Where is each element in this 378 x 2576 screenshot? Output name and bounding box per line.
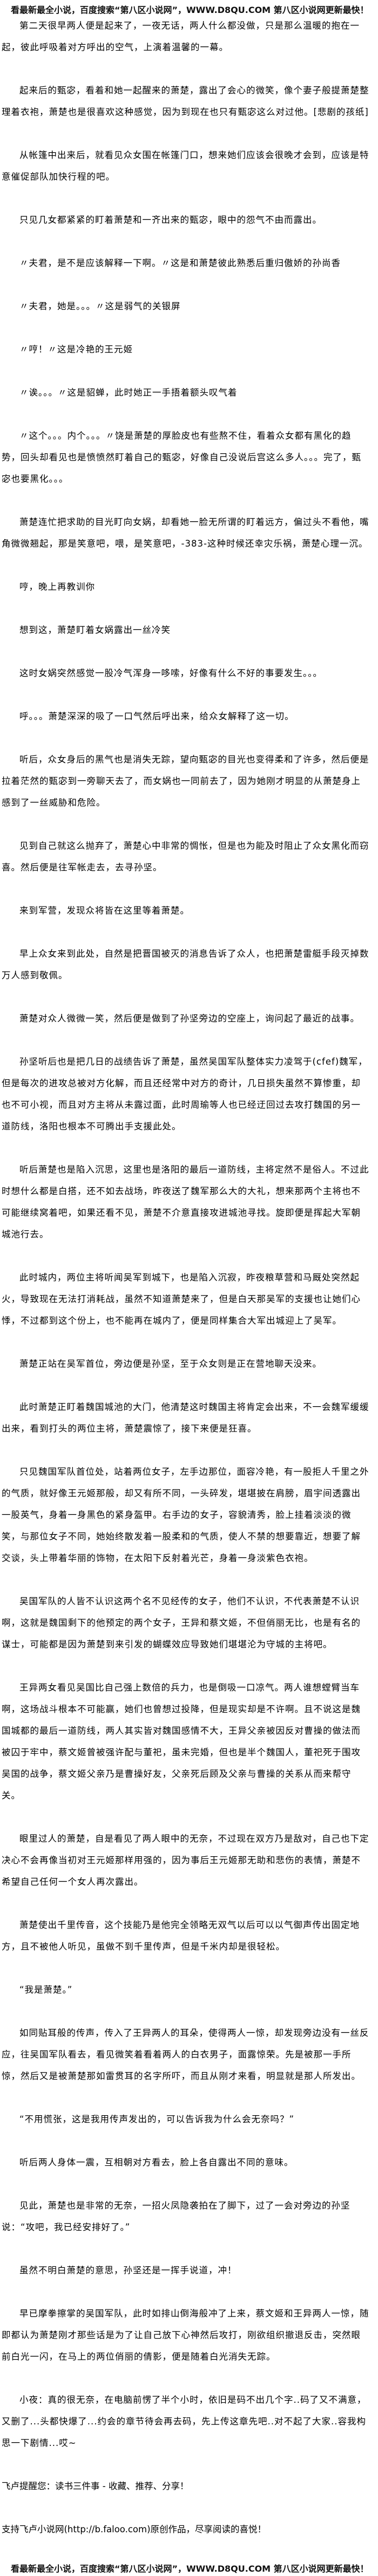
story-paragraph: 想到这，萧楚盯着女娲露出一丝冷笑 (19, 625, 171, 635)
story-paragraph: 来到军营，发现众将皆在这里等着萧楚。 (19, 905, 190, 916)
story-paragraph: 听后萧楚也是陷入沉思，这里也是洛阳的最后一道防线，主将定然不是俗人。不过此时想什… (2, 1164, 369, 1239)
top-banner: 看最新最全小说，百度搜索“第八区小说网”，WWW.D8QU.COM 第八区小说网… (11, 5, 369, 15)
story-paragraph: 早已摩拳擦掌的吴国军队，此时如排山倒海般冲了上来，蔡文姬和王异两人一惊，随即都认… (2, 2308, 369, 2362)
story-paragraph: 早上众女来到此处，自然是把晋国被灭的消息告诉了众人，也把萧楚雷艇手段灭掉数万人感… (2, 949, 369, 980)
bottom-banner: 看最新最全小说，百度搜索“第八区小说网”，WWW.D8QU.COM 第八区小说网… (11, 2564, 369, 2574)
story-paragraph: 虽然不明白萧楚的意思，孙坚还是一挥手说道，冲！ (19, 2265, 237, 2275)
story-paragraph: 〃夫君，她是。。。〃这是弱气的关银屏 (19, 301, 181, 311)
faloo-support-note: 支持飞卢小说网(http://b.faloo.com)原创作品，尽享阅读的喜悦！ (2, 2524, 267, 2534)
story-paragraph: 这时女娲突然感觉一股冷气浑身一哆嗦，好像有什么不好的事要发生。。。 (19, 668, 322, 678)
chapter-content: 第二天很早两人便是起来了，一夜无话，两人什么都没做，只是那么温暖的抱在一起，彼此… (0, 15, 378, 2540)
story-paragraph: 萧楚使出千里传音，这个技能乃是他完全领略无双气以后可以以气御声传出固定地方，且不… (2, 1920, 360, 1952)
story-paragraph: 萧楚连忙把求助的目光盯向女娲，却看她一脸无所谓的盯着远方，偏过头不看他，嘴角微微… (2, 517, 369, 549)
story-paragraph: 眼里过人的萧楚，自是看见了两人眼中的无奈，不过现在双方乃是敌对，自己也下定决心不… (2, 1834, 369, 1887)
paragraph-list: 第二天很早两人便是起来了，一夜无话，两人什么都没做，只是那么温暖的抱在一起，彼此… (2, 15, 369, 2454)
story-paragraph: 如同贴耳般的传声，传入了王异两人的耳朵，使得两人一惊，却发现旁边没有一丝反应，往… (2, 2028, 369, 2081)
story-paragraph: 此时萧楚正盯着魏国城池的大门，他清楚这时魏国主将肯定会出来，不一会魏军缓缓出来，… (2, 1402, 369, 1434)
story-paragraph: 听后，众女身后的黑气也是消失无踪，望向甄宓的目光也变得柔和了许多，然后便是拉着茫… (2, 754, 369, 808)
story-paragraph: 孙坚听后也是把几日的战绩告诉了萧楚，虽然吴国军队整体实力凌驾于(cfef)魏军，… (2, 1057, 368, 1132)
story-paragraph: 哼，晚上再教训你 (19, 582, 95, 592)
story-paragraph: 只见魏国军队首位处，站着两位女子，左手边那位，面容冷艳，有一股拒人千里之外的气质… (2, 1467, 369, 1563)
story-paragraph: 〃夫君，是不是应该解释一下啊。〃这是和萧楚彼此熟悉后重归傲娇的孙尚香 (19, 258, 341, 268)
story-paragraph: “不用慌张，这是我用传声发出的，可以告诉我为什么会无奈吗？” (19, 2114, 295, 2124)
faloo-reminder: 飞卢提醒您：读书三件事 - 收藏、推荐、分享！ (2, 2481, 189, 2491)
story-paragraph: 见此，萧楚也是非常的无奈，一招火凤隐袭拍在了脚下，过了一会对旁边的孙坚说：“攻吧… (2, 2200, 350, 2232)
story-paragraph: 呼。。。萧楚深深的吸了一口气然后呼出来，给众女解释了这一切。 (19, 711, 294, 721)
story-paragraph: 从帐篷中出来后，就看见众女围在帐篷门口，想来她们应该会很晚才会到，应该是特意催促… (2, 150, 369, 182)
story-paragraph: 听后两人身体一震，互相朝对方看去，脸上各自露出不同的意味。 (19, 2157, 294, 2168)
story-paragraph: 萧楚对众人微微一笑，然后便是做到了孙坚旁边的空座上，询问起了最近的战事。 (19, 1013, 360, 1024)
story-paragraph: 萧楚正站在吴军首位，旁边便是孙坚，至于众女则是正在营地聊天没来。 (19, 1359, 322, 1369)
story-paragraph: 只见几女都紧紧的盯着萧楚和一齐出来的甄宓，眼中的怨气不由而露出。 (19, 215, 322, 225)
story-paragraph: 王异两女看见吴国比自己强上数倍的兵力，也是倒吸一口凉气。两人谁想螳臂当车啊，这场… (2, 1682, 361, 1801)
story-paragraph: 〃诶。。。〃这是貂蝉，此时她正一手捂着额头叹气着 (19, 387, 238, 398)
story-paragraph: 起来后的甄宓，看着和她一起醒来的萧楚，露出了会心的微笑，像个妻子般提萧楚整理着衣… (2, 85, 369, 117)
story-paragraph: 〃这个。。。内个。。。〃饶是萧楚的厚脸皮也有些熬不住，看着众女都有黑化的趋势，回… (2, 431, 361, 484)
story-paragraph: 第二天很早两人便是起来了，一夜无话，两人什么都没做，只是那么温暖的抱在一起，彼此… (2, 21, 360, 52)
story-paragraph: 〃哼！〃这是冷艳的王元姬 (19, 344, 133, 355)
story-paragraph: 此时城内，两位主将听闻吴军到城下，也是陷入沉寂，昨夜粮草营和马厩处突然起火，导致… (2, 1272, 361, 1326)
story-paragraph: “我是萧楚。” (19, 1985, 73, 1995)
story-paragraph: 小夜：真的很无奈，在电脑前愣了半个小时，依旧是码不出几个字..码了又不满意，又删… (2, 2395, 367, 2448)
story-paragraph: 见到自己就这么抛弃了，萧楚心中非常的惆怅，但是也为能及时阻止了众女黑化而窃喜。然… (2, 841, 369, 873)
story-paragraph: 吴国军队的人皆不认识这两个名不见经传的女子，他们不认识，不代表萧楚不认识啊，这就… (2, 1596, 361, 1650)
